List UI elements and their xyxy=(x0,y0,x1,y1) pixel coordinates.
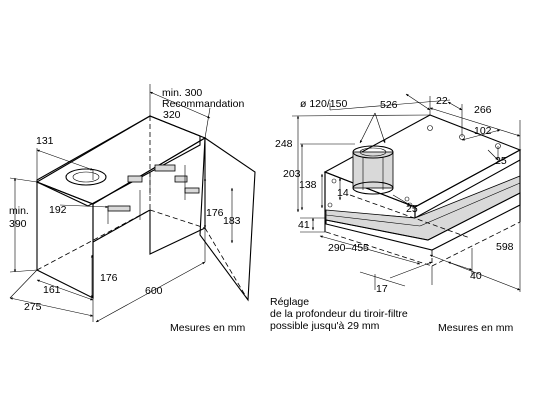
dim-102: 102 xyxy=(474,125,492,137)
dim-min-label: min. xyxy=(9,205,29,217)
dim-40: 40 xyxy=(470,270,482,282)
cabinet-drawing: min. 300 Recommandation 320 131 min. 390… xyxy=(9,84,256,334)
dim-138: 138 xyxy=(299,179,317,191)
dim-275: 275 xyxy=(24,301,42,313)
dim-17: 17 xyxy=(376,283,388,295)
drawer-note-line3: possible jusqu'à 29 mm xyxy=(270,320,380,332)
right-units-label: Mesures en mm xyxy=(438,322,514,334)
dim-161: 161 xyxy=(43,284,61,296)
min-300-label: min. 300 xyxy=(162,87,202,99)
dim-22: 22 xyxy=(436,95,448,107)
dim-390: 390 xyxy=(9,218,27,230)
dim-14: 14 xyxy=(337,187,349,199)
recommendation-label: Recommandation xyxy=(162,98,244,110)
recommendation-value: 320 xyxy=(163,109,181,121)
dim-192: 192 xyxy=(49,204,67,216)
duct-diameter-label: ø 120/150 xyxy=(300,98,347,110)
dim-248: 248 xyxy=(275,138,293,150)
dim-526: 526 xyxy=(380,99,398,111)
drawer-note-line1: Réglage xyxy=(270,296,309,308)
dim-600: 600 xyxy=(145,285,163,297)
dim-25-right: 25 xyxy=(495,155,507,167)
dim-266: 266 xyxy=(474,104,492,116)
hood-drawing: ø 120/150 526 22 266 102 25 248 203 138 … xyxy=(270,93,522,334)
dim-176-lower: 176 xyxy=(100,272,118,284)
drawer-note-line2: de la profondeur du tiroir-filtre xyxy=(270,308,408,320)
dim-183: 183 xyxy=(223,215,241,227)
dim-598: 598 xyxy=(496,241,514,253)
left-units-label: Mesures en mm xyxy=(170,322,246,334)
dim-131: 131 xyxy=(36,135,54,147)
dim-203: 203 xyxy=(283,168,301,180)
dim-290-455: 290–455 xyxy=(328,242,369,254)
dim-25-lower: 25 xyxy=(406,203,418,215)
dim-176-upper: 176 xyxy=(206,207,224,219)
dim-41: 41 xyxy=(298,219,310,231)
